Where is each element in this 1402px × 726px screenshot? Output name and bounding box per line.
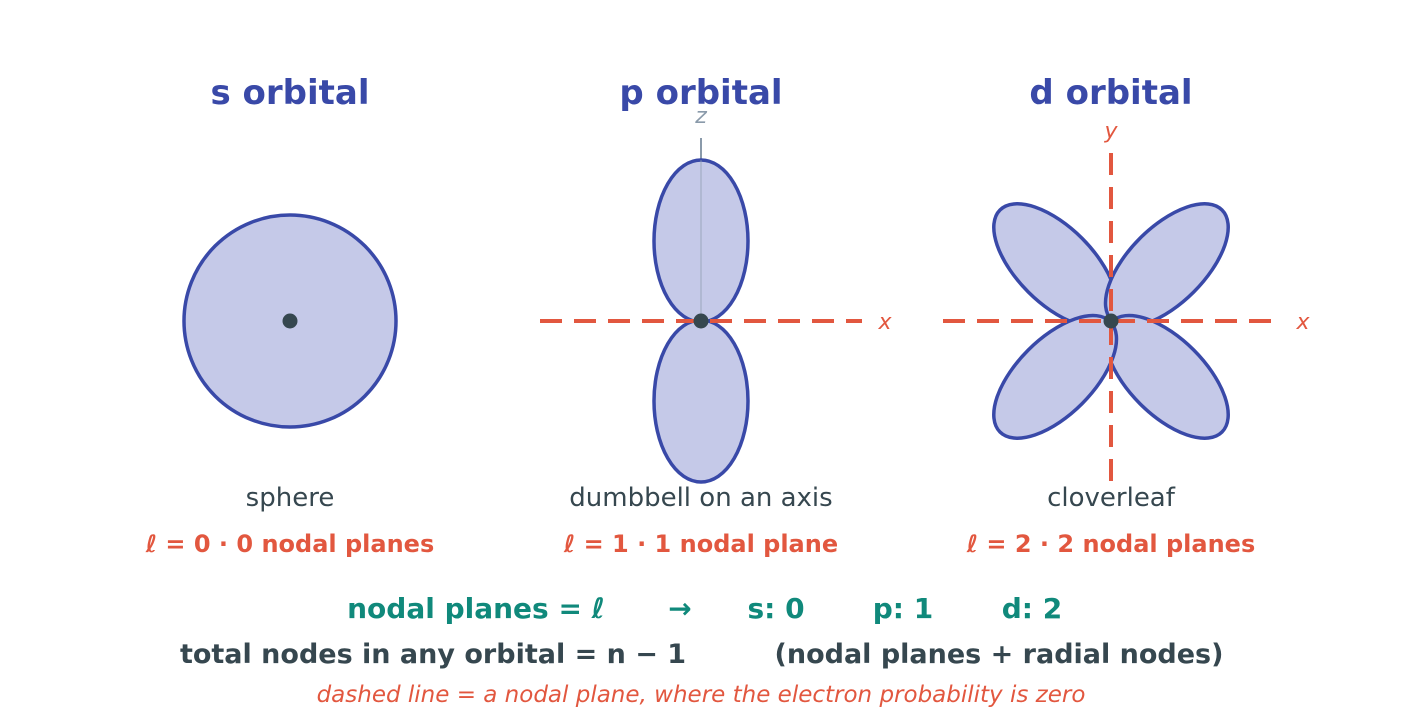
- total-nodes-formula: total nodes in any orbital = n − 1: [180, 639, 686, 670]
- p-shape-label: dumbbell on an axis: [569, 483, 832, 513]
- d-y-axis-label: y: [1103, 119, 1118, 144]
- p-x-axis-label: x: [877, 310, 892, 335]
- s-orbital-panel: s orbital sphere ℓ = 0 · 0 nodal planes: [145, 73, 435, 558]
- formula-s-count: s: 0: [747, 592, 804, 625]
- p-rule-label: ℓ = 1 · 1 nodal plane: [563, 530, 838, 558]
- d-rule-label: ℓ = 2 · 2 nodal planes: [966, 530, 1256, 558]
- formula-arrow: →: [668, 592, 691, 625]
- d-shape-label: cloverleaf: [1047, 483, 1176, 513]
- p-nucleus: [693, 313, 709, 329]
- d-orbital-panel: d orbital y x cloverleaf ℓ = 2 · 2 nodal…: [943, 73, 1310, 558]
- p-orbital-lower-lobe: [652, 318, 750, 484]
- total-nodes-line: total nodes in any orbital = n − 1 (noda…: [180, 639, 1224, 670]
- d-nucleus: [1103, 313, 1119, 329]
- s-shape-label: sphere: [246, 483, 335, 513]
- p-z-axis-label: z: [694, 104, 707, 129]
- d-orbital-title: d orbital: [1029, 73, 1192, 113]
- formula-d-count: d: 2: [1002, 592, 1062, 625]
- formula-p-count: p: 1: [873, 592, 933, 625]
- s-orbital-title: s orbital: [210, 73, 369, 113]
- s-nucleus: [282, 313, 298, 329]
- s-rule-label: ℓ = 0 · 0 nodal planes: [145, 530, 435, 558]
- total-nodes-parenthetical: (nodal planes + radial nodes): [775, 639, 1224, 670]
- formula-line: nodal planes = ℓ → s: 0 p: 1 d: 2: [347, 592, 1062, 625]
- formula-lhs: nodal planes = ℓ: [347, 592, 605, 625]
- d-x-axis-label: x: [1295, 310, 1310, 335]
- p-orbital-panel: p orbital z x dumbbell on an axis ℓ = 1 …: [540, 73, 892, 558]
- nodal-plane-legend-note: dashed line = a nodal plane, where the e…: [317, 682, 1086, 708]
- p-orbital-title: p orbital: [619, 73, 782, 113]
